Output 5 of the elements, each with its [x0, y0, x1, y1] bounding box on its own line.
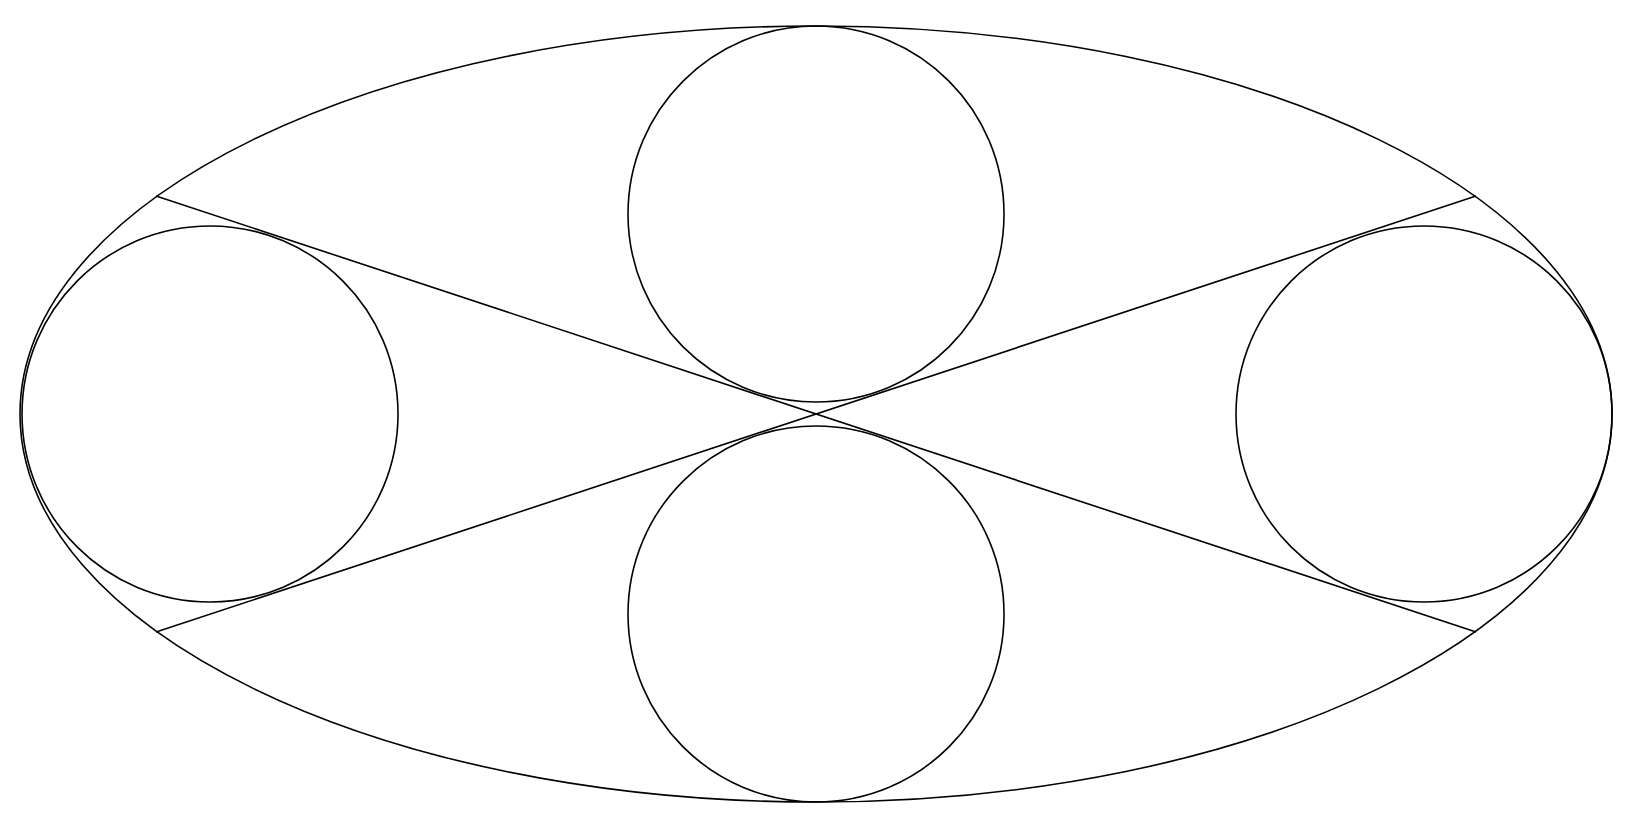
- circle-outline: [1235, 225, 1613, 603]
- circle-outline: [21, 225, 399, 603]
- circle-outline: [627, 425, 1005, 803]
- circle-outline: [627, 25, 1005, 403]
- ellipse-outline: [19, 25, 1613, 803]
